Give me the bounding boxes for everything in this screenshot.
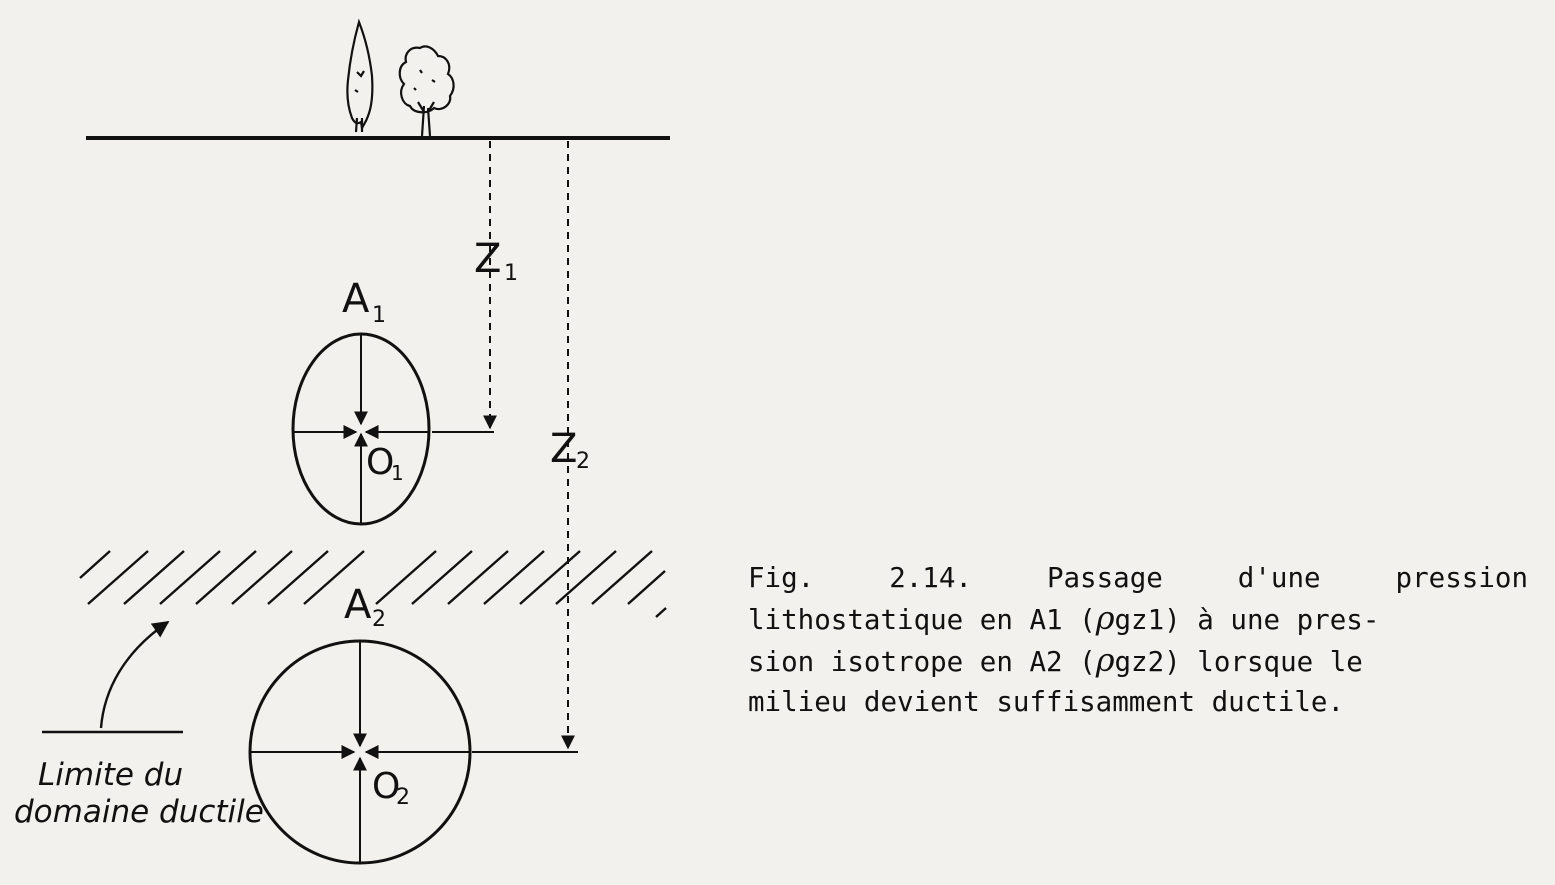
deciduous-tree-icon — [398, 45, 455, 137]
caption-text: gz1) à une pres- — [1114, 604, 1380, 636]
caption-line-3: sion isotrope en A2 (ρgz2) lorsque le — [748, 640, 1528, 682]
caption-word: 2.14. — [889, 562, 972, 594]
a2-label: A — [344, 582, 372, 628]
limit-label-line2: domaine ductile — [14, 794, 264, 830]
a1-subscript: 1 — [372, 303, 386, 328]
caption-text: sion isotrope en A2 ( — [748, 646, 1096, 678]
caption-line-4: milieu devient suffisamment ductile. — [748, 686, 1345, 718]
a1-label: A — [342, 276, 370, 322]
caption-word: Fig. — [748, 562, 815, 594]
a2-stress-circle — [248, 639, 472, 865]
caption-line-2: lithostatique en A1 (ρgz1) à une pres- — [748, 598, 1528, 640]
z2-label: Z — [550, 426, 577, 472]
figure-caption: Fig. 2.14. Passage d'une pression lithos… — [748, 558, 1528, 722]
o1-subscript: 1 — [391, 461, 404, 485]
o1-label: O — [366, 442, 394, 483]
rho-symbol: ρ — [1095, 599, 1115, 637]
a1-stress-ellipse — [291, 332, 431, 526]
caption-text: lithostatique en A1 ( — [748, 604, 1096, 636]
caption-line-1: Fig. 2.14. Passage d'une pression — [748, 558, 1528, 598]
a2-subscript: 2 — [372, 607, 386, 632]
rho-symbol: ρ — [1095, 641, 1115, 679]
o2-label: O — [372, 766, 400, 807]
caption-word: pression — [1395, 562, 1528, 594]
z1-label: Z — [474, 236, 501, 282]
caption-word: Passage — [1046, 562, 1163, 594]
limit-pointer-arrow — [99, 621, 170, 729]
caption-text: gz2) lorsque le — [1114, 646, 1363, 678]
z1-subscript: 1 — [504, 261, 518, 286]
ductile-limit-hatching — [79, 550, 667, 618]
o2-subscript: 2 — [396, 785, 410, 810]
poplar-tree-icon — [346, 18, 374, 133]
caption-word: d'une — [1237, 562, 1321, 594]
limit-label-line1: Limite du — [38, 757, 183, 793]
z2-subscript: 2 — [576, 449, 590, 474]
